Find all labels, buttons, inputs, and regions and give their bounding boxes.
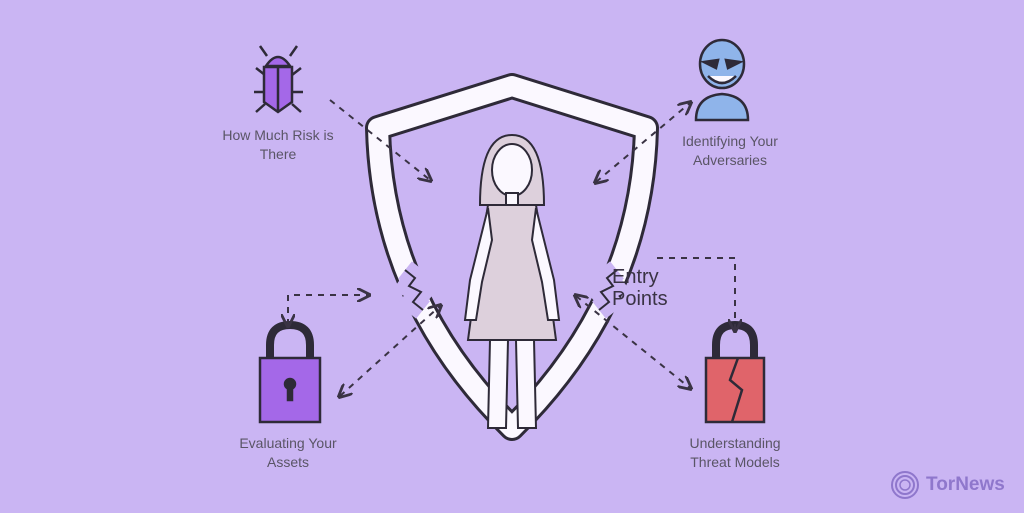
- label-line: Evaluating Your: [239, 435, 337, 451]
- label-line: Threat Models: [690, 454, 780, 470]
- label-line: How Much Risk is: [222, 127, 334, 143]
- label-line: There: [259, 146, 297, 162]
- person-icon: [463, 133, 561, 429]
- dashed-arrows: [288, 100, 735, 396]
- brand-name: TorNews: [926, 474, 1005, 495]
- label-line: Assets: [266, 454, 309, 470]
- entry-line: Points: [612, 288, 668, 310]
- entry-line: Entry: [612, 266, 659, 288]
- broken-lock-icon: [704, 320, 766, 424]
- bug-icon: [254, 45, 303, 114]
- lock-icon: [258, 320, 322, 424]
- brand-logo: TorNews: [890, 470, 1005, 500]
- label-risk: How Much Risk is There: [188, 126, 368, 164]
- label-line: Identifying Your: [682, 133, 778, 149]
- shield-icon: [365, 73, 659, 441]
- adversary-icon: [694, 38, 750, 122]
- tornews-logo-icon: [891, 471, 919, 499]
- label-line: Understanding: [689, 435, 781, 451]
- label-line: Adversaries: [693, 152, 767, 168]
